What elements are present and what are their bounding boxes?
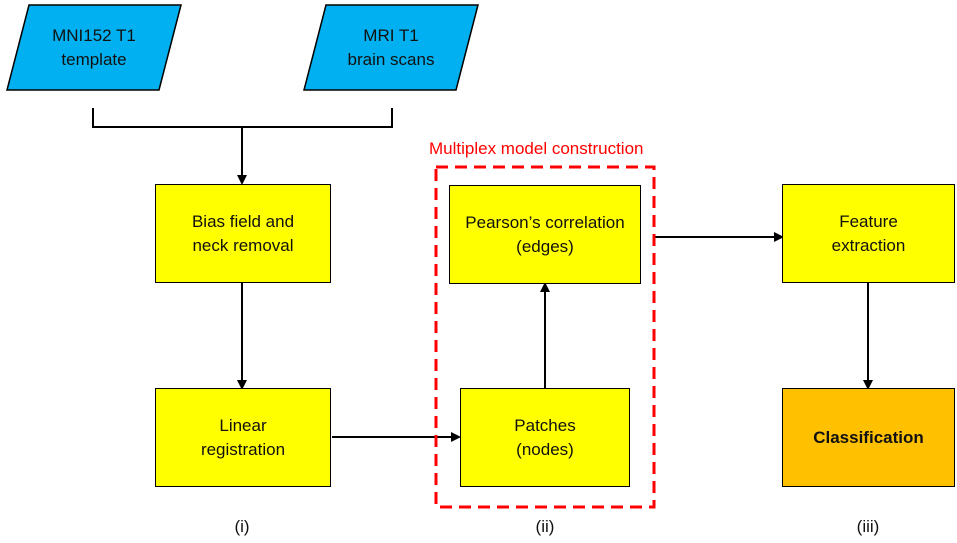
merge-bracket bbox=[92, 108, 393, 128]
feature-extraction-node: Feature extraction bbox=[782, 184, 955, 283]
input-scans-label: MRI T1 brain scans bbox=[347, 26, 435, 69]
multiplex-group-border bbox=[434, 165, 656, 509]
stage-caption-ii: (ii) bbox=[535, 517, 555, 536]
patches-label: Patches (nodes) bbox=[514, 415, 576, 459]
stage-caption-iii: (iii) bbox=[856, 517, 880, 536]
input-template-label: MNI152 T1 template bbox=[52, 26, 136, 69]
classification-label: Classification bbox=[813, 427, 924, 447]
bias-field-node: Bias field and neck removal bbox=[155, 184, 331, 283]
input-scans-shape bbox=[303, 4, 479, 91]
linear-registration-node: Linear registration bbox=[155, 388, 331, 487]
bias-field-label: Bias field and neck removal bbox=[191, 211, 295, 255]
feature-extraction-label: Feature extraction bbox=[831, 211, 906, 255]
pearson-correlation-label: Pearson’s correlation (edges) bbox=[465, 212, 625, 256]
pearson-correlation-node: Pearson’s correlation (edges) bbox=[449, 185, 641, 284]
patches-node: Patches (nodes) bbox=[460, 388, 630, 487]
input-template-shape bbox=[6, 4, 182, 91]
linear-registration-label: Linear registration bbox=[200, 415, 286, 459]
stage-caption-i: (i) bbox=[234, 517, 250, 536]
classification-node: Classification bbox=[782, 388, 955, 487]
multiplex-group-title: Multiplex model construction bbox=[429, 139, 644, 158]
